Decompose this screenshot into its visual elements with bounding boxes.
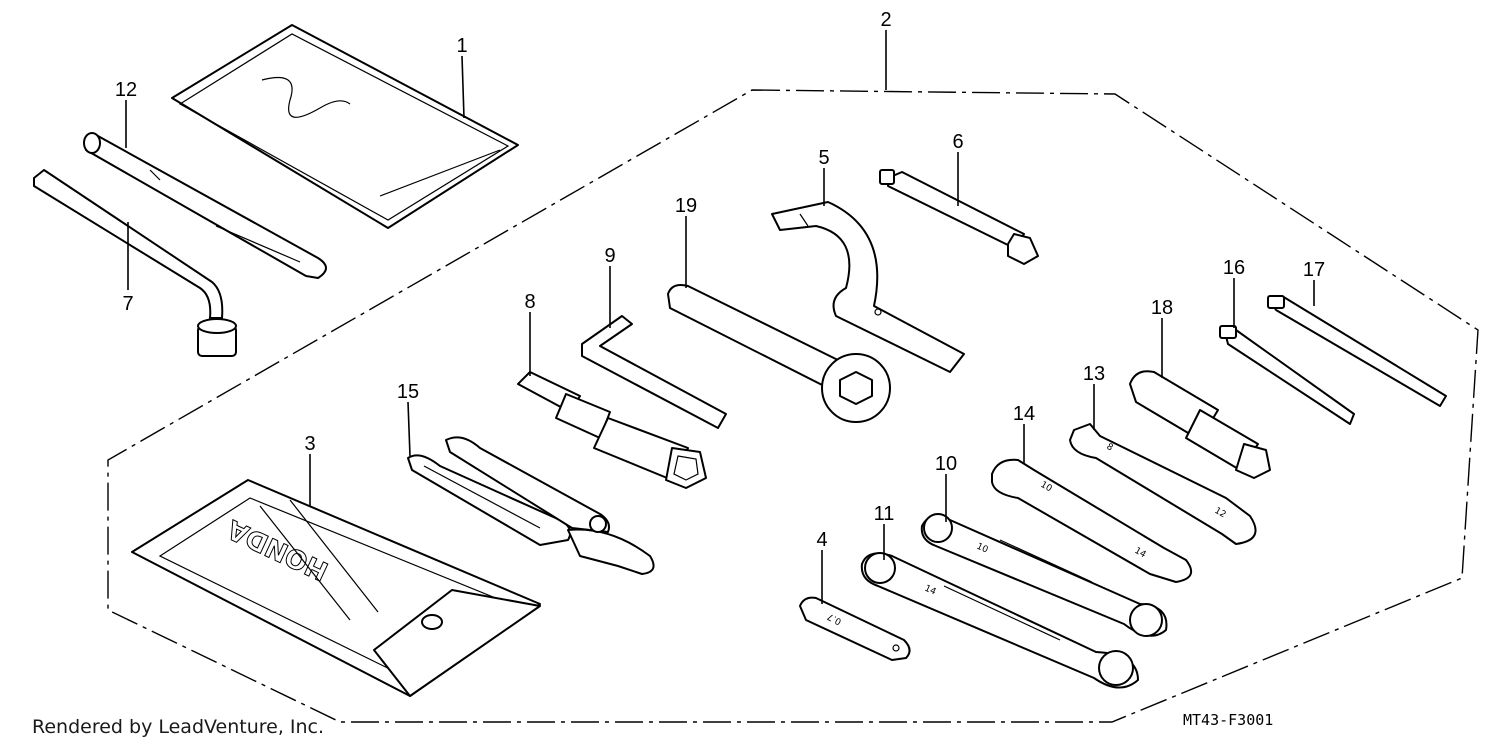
callout-6[interactable]: 6 — [952, 131, 963, 153]
part-5-hook-spanner[interactable] — [771, 201, 965, 373]
callout-3[interactable]: 3 — [304, 433, 315, 455]
part-7-box-wrench[interactable] — [33, 169, 237, 357]
part-11-ring-wrench[interactable]: 14 — [860, 552, 1139, 689]
callout-15[interactable]: 15 — [397, 381, 419, 403]
wrench-13-marking-a: 8 — [1105, 442, 1115, 454]
part-14-open-wrench[interactable]: 10 14 — [991, 458, 1193, 583]
callout-11[interactable]: 11 — [874, 503, 895, 525]
part-3-tool-pouch[interactable]: HONDA — [131, 479, 541, 697]
part-17-screwdriver[interactable] — [1267, 295, 1447, 407]
tool-kit-boundary — [107, 89, 1479, 723]
part-6-extension-bar[interactable] — [879, 169, 1039, 265]
callout-1[interactable]: 1 — [456, 35, 467, 57]
part-1-document-pouch[interactable] — [171, 24, 519, 229]
part-8-plug-wrench[interactable] — [517, 371, 707, 489]
callout-9[interactable]: 9 — [604, 245, 615, 267]
callout-5[interactable]: 5 — [818, 147, 829, 169]
part-4-gauge[interactable]: 0.7 — [799, 596, 911, 661]
callout-13[interactable]: 13 — [1083, 363, 1105, 385]
part-16-screwdriver[interactable] — [1219, 325, 1355, 425]
wrench-13-marking-b: 12 — [1213, 506, 1228, 520]
part-19-hex-spanner[interactable] — [667, 284, 891, 423]
callout-10[interactable]: 10 — [935, 453, 957, 475]
callout-19[interactable]: 19 — [675, 195, 697, 217]
callout-numbers: 1 2 3 4 5 6 7 8 9 10 11 12 13 14 15 16 1… — [115, 9, 1325, 551]
part-15-pliers[interactable] — [407, 436, 655, 575]
callout-14[interactable]: 14 — [1013, 403, 1035, 425]
part-13-open-wrench[interactable]: 8 12 — [1069, 423, 1257, 545]
wrench-10-marking: 10 — [975, 542, 990, 556]
callout-8[interactable]: 8 — [524, 291, 535, 313]
drawing-code: MT43-F3001 — [1183, 711, 1274, 729]
callout-2[interactable]: 2 — [880, 9, 891, 31]
callout-18[interactable]: 18 — [1151, 297, 1173, 319]
callout-17[interactable]: 17 — [1303, 259, 1325, 281]
callout-7[interactable]: 7 — [122, 293, 133, 315]
callout-leaders — [125, 30, 1315, 604]
callout-16[interactable]: 16 — [1223, 257, 1245, 279]
render-credit: Rendered by LeadVenture, Inc. — [32, 716, 325, 738]
callout-4[interactable]: 4 — [816, 529, 827, 551]
wrench-11-marking: 14 — [923, 584, 938, 598]
part-12-handle[interactable] — [83, 132, 327, 279]
part-18-driver-handle[interactable] — [1129, 370, 1271, 479]
part-9-hex-key[interactable] — [581, 315, 727, 429]
callout-12[interactable]: 12 — [115, 79, 137, 101]
part-10-ring-wrench[interactable]: 10 — [920, 513, 1168, 637]
